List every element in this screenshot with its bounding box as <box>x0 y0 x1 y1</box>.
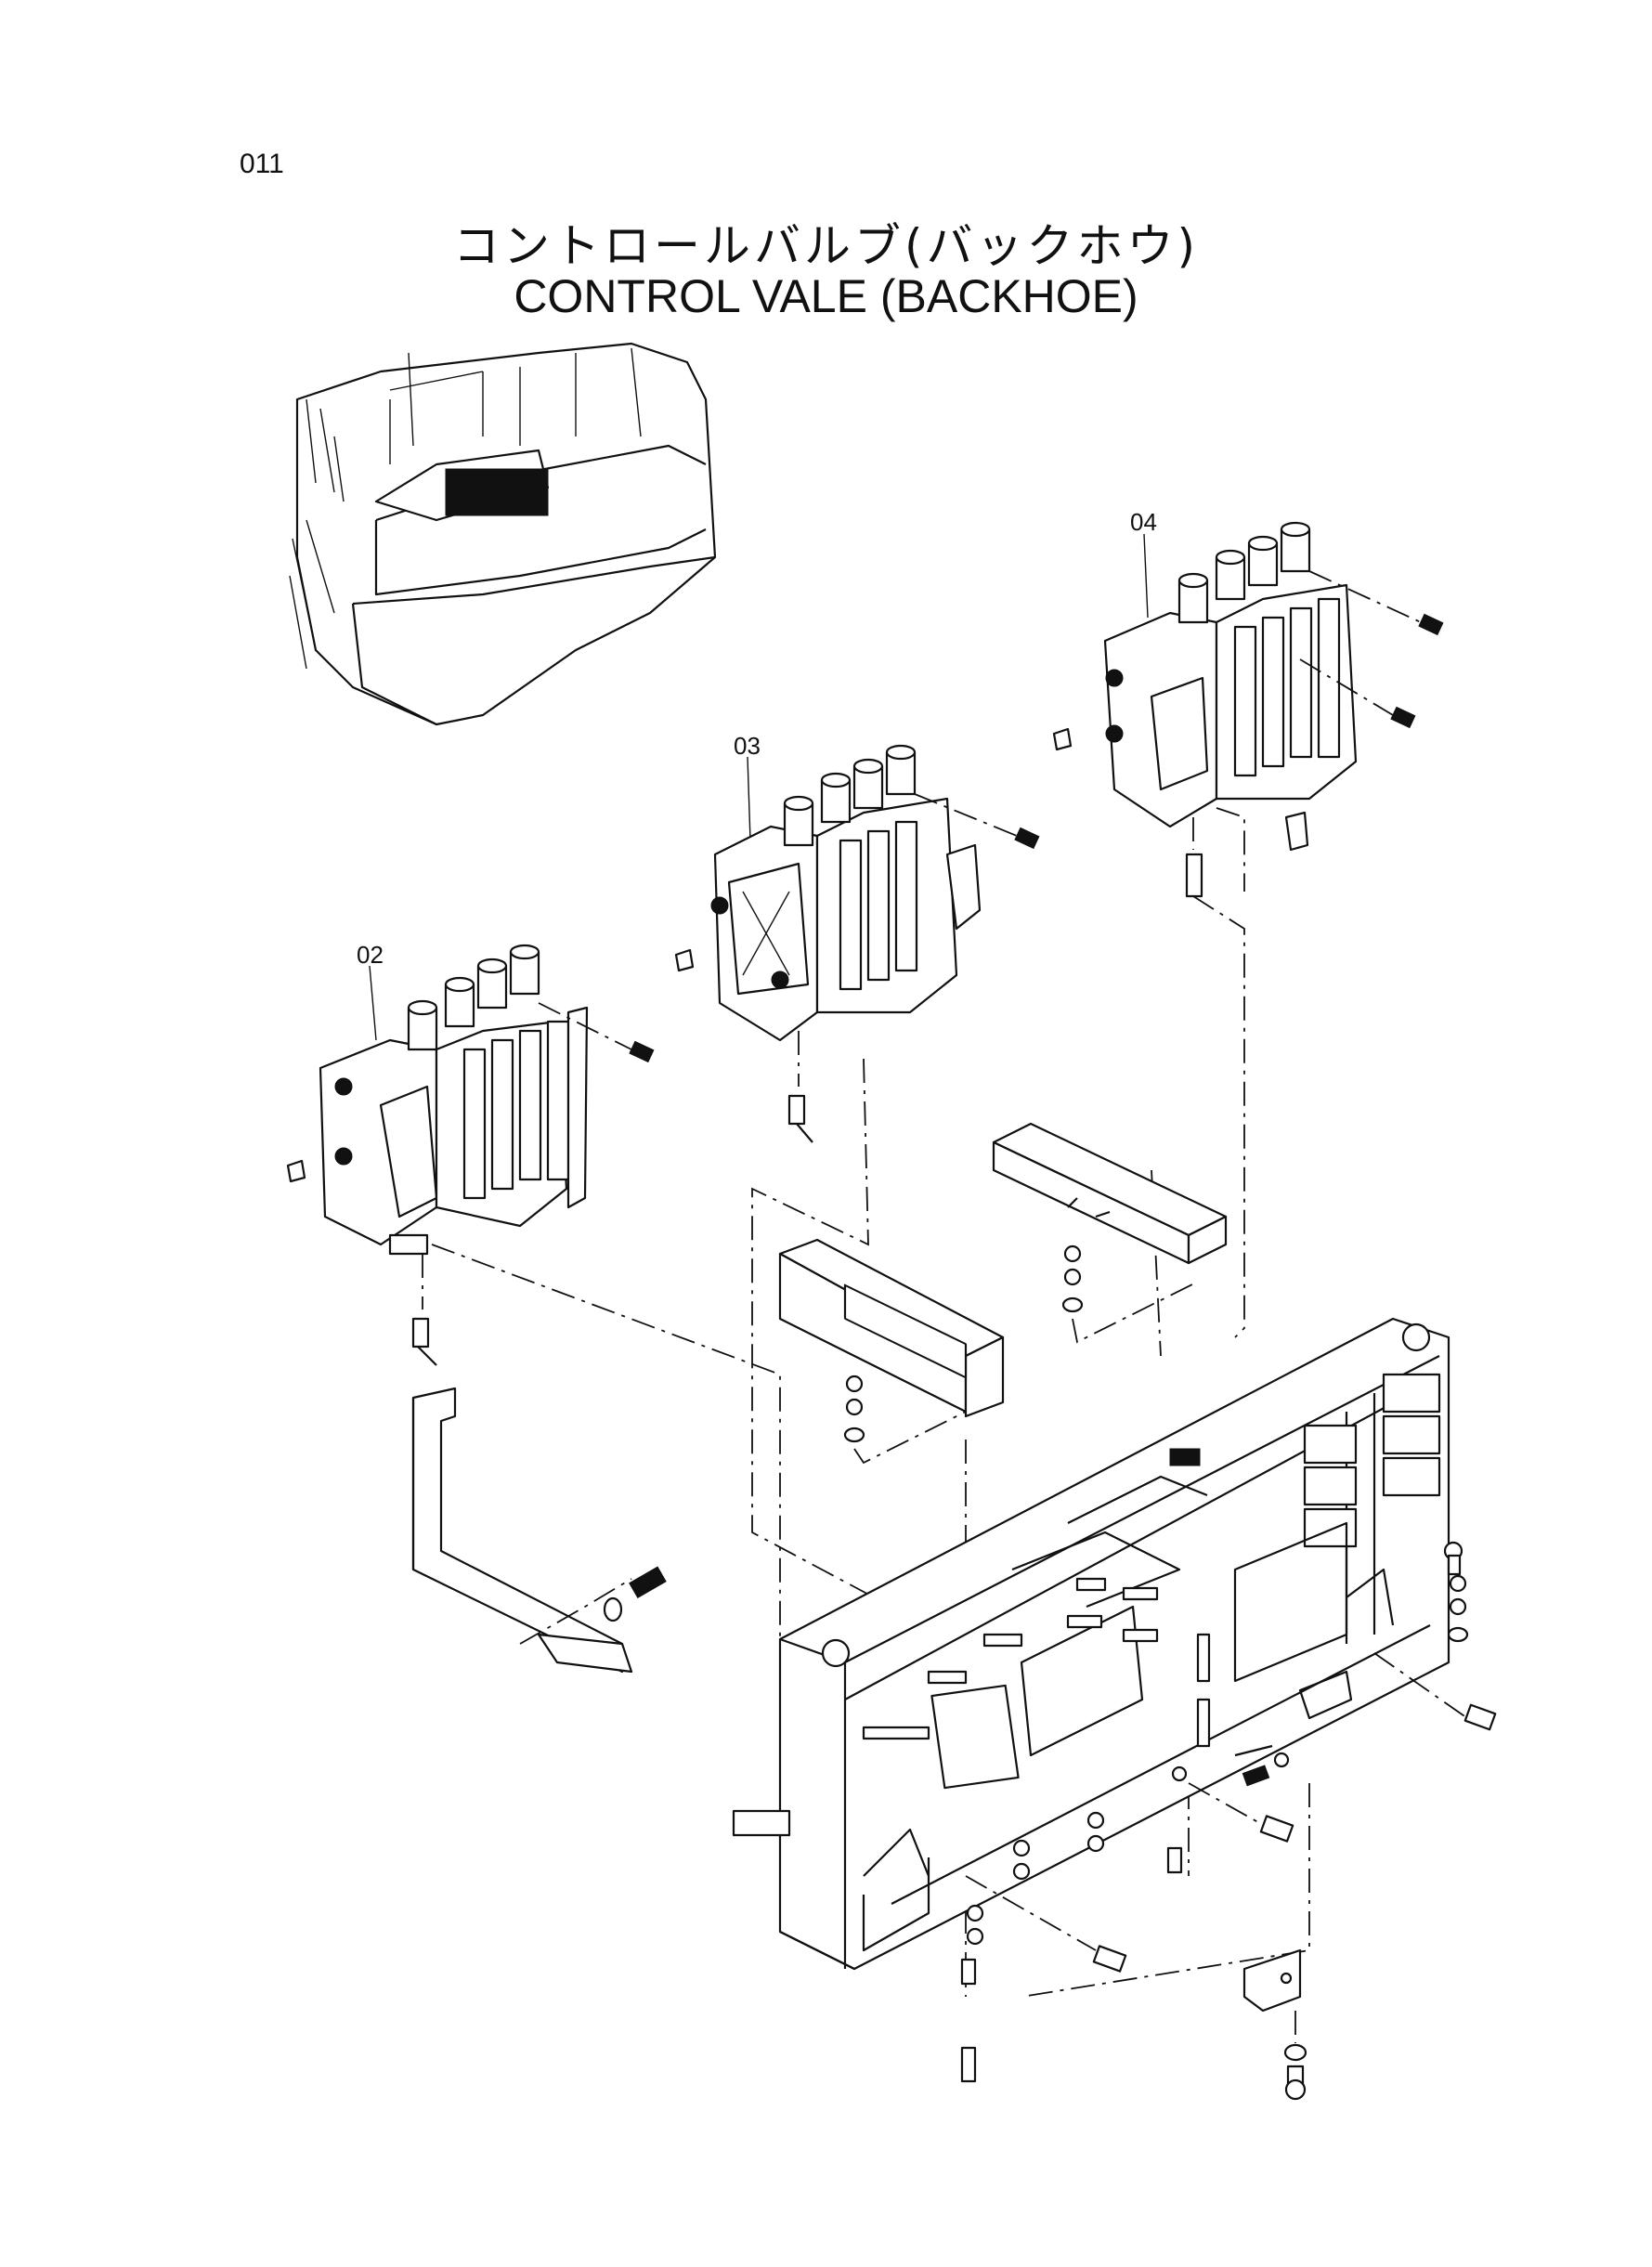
page-number: 011 <box>240 149 284 179</box>
callout-04: 04 <box>1130 508 1157 536</box>
control-valve-02 <box>286 944 655 1366</box>
title-japanese: コントロールバルブ(バックホウ) <box>452 219 1199 273</box>
callout-03: 03 <box>734 732 761 760</box>
title-english: CONTROL VALE (BACKHOE) <box>514 270 1138 322</box>
callout-02: 02 <box>357 941 384 969</box>
fasteners <box>960 1541 1497 2101</box>
cross-member-middle <box>778 1238 1005 1465</box>
main-frame <box>732 1317 1450 1971</box>
cross-member-upper <box>992 1122 1228 1344</box>
control-valve-04 <box>1052 521 1444 898</box>
bracket-left <box>411 1387 667 1674</box>
control-valve-03 <box>674 744 1040 1143</box>
machine-overview-illustration <box>289 342 717 726</box>
